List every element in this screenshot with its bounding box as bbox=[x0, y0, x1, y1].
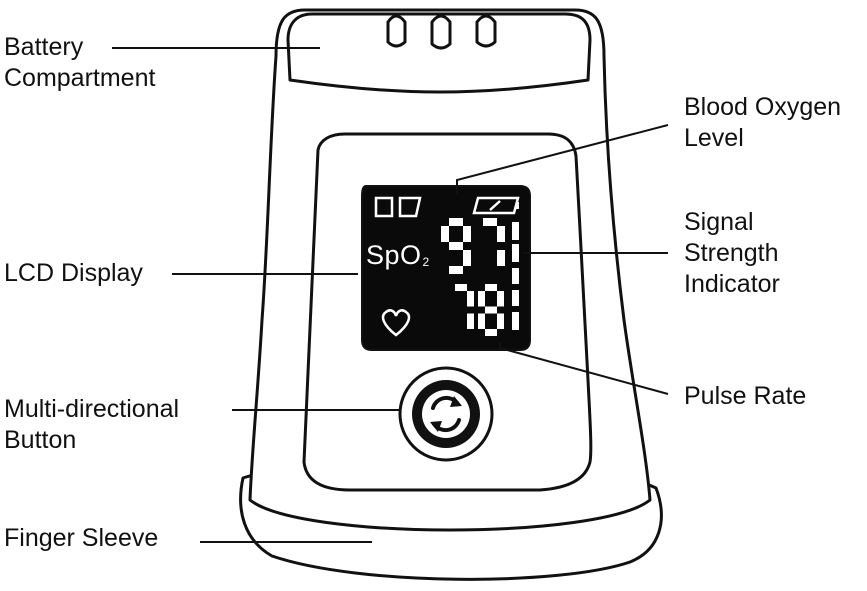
spo2-label: SpO2 bbox=[366, 240, 430, 270]
oxygen-digit-0-segment-b bbox=[463, 226, 471, 242]
spo2-subscript: 2 bbox=[422, 255, 430, 269]
oxygen-digit-0-segment-g bbox=[449, 242, 463, 250]
grip-ridge-1 bbox=[386, 14, 407, 48]
pulse-digit-1-segment-c bbox=[497, 313, 504, 329]
oxygen-digit-0-segment-d bbox=[449, 266, 463, 274]
heart-icon bbox=[381, 309, 411, 337]
leader-pulse bbox=[499, 342, 669, 395]
pulse-digit-1-segment-d bbox=[485, 329, 497, 336]
battery-compartment-lid bbox=[286, 12, 592, 94]
label-battery-compartment: Battery Compartment bbox=[4, 33, 156, 92]
pulse-digit-1-segment-a bbox=[485, 284, 497, 291]
oxygen-digit-0-segment-c bbox=[463, 250, 471, 266]
grip-ridge-3 bbox=[475, 14, 497, 48]
battery-level-icon bbox=[472, 196, 520, 215]
mode-square-2-icon bbox=[398, 196, 422, 218]
pulse-digit-1-segment-g bbox=[485, 306, 497, 314]
oxygen-digit-1-segment-b bbox=[497, 226, 505, 242]
label-signal-strength-indicator: Signal Strength Indicator bbox=[684, 208, 780, 298]
oxygen-digit-1-segment-a bbox=[483, 218, 497, 226]
oxygen-digit-0-segment-a bbox=[449, 218, 463, 226]
pulse-digit-0-segment-b bbox=[467, 291, 474, 307]
oxygen-digit-0-segment-f bbox=[441, 226, 449, 242]
pulse-digit-1-segment-f bbox=[478, 291, 485, 307]
grip-ridge-2 bbox=[430, 14, 452, 50]
label-multi-directional-button: Multi-directional Button bbox=[4, 395, 180, 454]
leader-oxygen bbox=[456, 124, 669, 195]
pulse-digit-1-segment-b bbox=[497, 291, 504, 307]
pulse-digit-0-segment-c bbox=[467, 313, 474, 329]
label-finger-sleeve: Finger Sleeve bbox=[4, 524, 159, 552]
multi-directional-button[interactable] bbox=[398, 366, 494, 462]
mode-square-1-icon bbox=[374, 196, 394, 218]
seven-segment-digits bbox=[441, 218, 505, 336]
pulse-digit-1-segment-e bbox=[478, 313, 485, 329]
label-lcd-display: LCD Display bbox=[4, 259, 143, 287]
label-pulse-rate: Pulse Rate bbox=[684, 382, 807, 410]
signal-bars-icon bbox=[512, 222, 519, 330]
lcd-screen bbox=[361, 185, 531, 351]
pulse-digit-0-segment-a bbox=[455, 284, 467, 291]
oxygen-digit-1-segment-c bbox=[497, 250, 505, 266]
label-blood-oxygen-level: Blood Oxygen Level bbox=[684, 93, 842, 152]
